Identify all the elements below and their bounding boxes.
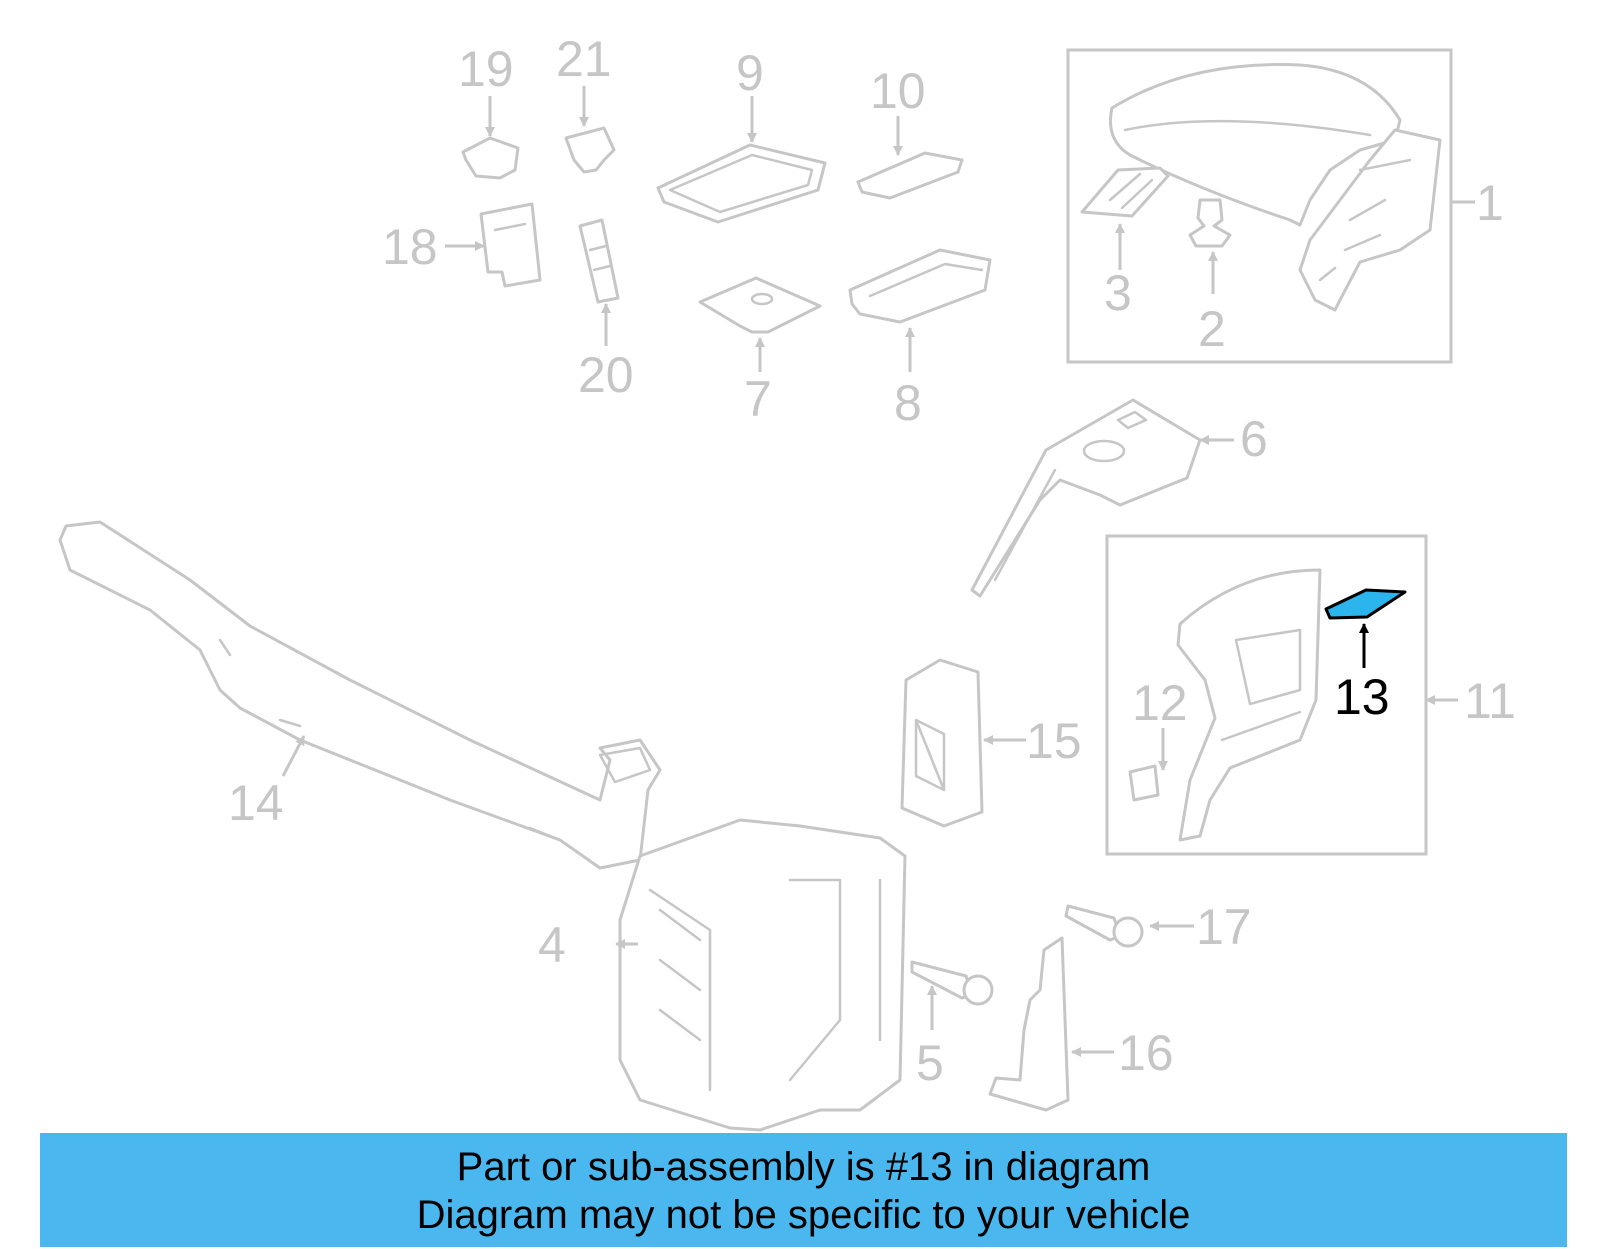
leader-lines — [281, 86, 1475, 1057]
banner-line-part-number: Part or sub-assembly is #13 in diagram — [456, 1145, 1151, 1189]
part-8-tray[interactable] — [848, 248, 992, 324]
callout-18: 18 — [382, 219, 438, 275]
part-11-rear-panel[interactable] — [1176, 568, 1322, 842]
part-10-small-mat[interactable] — [856, 151, 964, 200]
part-6-upper-bezel[interactable] — [970, 398, 1202, 598]
callout-21: 21 — [556, 31, 612, 87]
part-18-switch[interactable] — [479, 202, 542, 288]
part-16-side-bracket[interactable] — [988, 936, 1070, 1112]
callout-9: 9 — [736, 45, 764, 101]
part-21-clip[interactable] — [564, 126, 616, 174]
part-14-duct[interactable] — [58, 520, 662, 870]
callout-labels: 1 2 3 4 5 6 7 8 9 10 11 12 13 14 15 16 1… — [228, 31, 1516, 1091]
callout-1: 1 — [1476, 175, 1504, 231]
callout-10: 10 — [870, 63, 926, 119]
part-19-cap[interactable] — [461, 136, 520, 180]
part-9-mat[interactable] — [656, 143, 827, 224]
callout-4: 4 — [538, 917, 566, 973]
callout-2: 2 — [1198, 301, 1226, 357]
callout-5: 5 — [916, 1035, 944, 1091]
callout-12: 12 — [1132, 675, 1188, 731]
callout-17: 17 — [1196, 899, 1252, 955]
part-17-screw[interactable] — [1064, 904, 1144, 948]
callout-7: 7 — [744, 371, 772, 427]
part-3-bracket[interactable] — [1080, 166, 1170, 218]
callout-16: 16 — [1118, 1025, 1174, 1081]
part-1-armrest-lid[interactable] — [1109, 63, 1442, 312]
callout-11: 11 — [1464, 673, 1516, 729]
part-7-plate[interactable] — [698, 276, 822, 334]
callout-13-highlighted: 13 — [1334, 669, 1390, 725]
part-4-console-box[interactable] — [618, 818, 907, 1132]
callout-6: 6 — [1240, 411, 1268, 467]
part-15-bracket[interactable] — [900, 658, 984, 828]
part-2-clip[interactable] — [1188, 198, 1232, 248]
info-banner: Part or sub-assembly is #13 in diagram D… — [40, 1133, 1567, 1247]
banner-line-disclaimer: Diagram may not be specific to your vehi… — [416, 1193, 1191, 1237]
callout-15: 15 — [1026, 713, 1082, 769]
part-20-socket[interactable] — [578, 218, 620, 304]
part-12-clip[interactable] — [1128, 764, 1160, 802]
callout-8: 8 — [894, 375, 922, 431]
callout-3: 3 — [1104, 265, 1132, 321]
callout-19: 19 — [458, 41, 514, 97]
part-13-mat-highlighted[interactable] — [1324, 588, 1407, 620]
callout-14: 14 — [228, 775, 284, 831]
callout-20: 20 — [578, 347, 634, 403]
part-5-screw[interactable] — [910, 960, 994, 1006]
group-box-armrest — [1066, 48, 1453, 364]
